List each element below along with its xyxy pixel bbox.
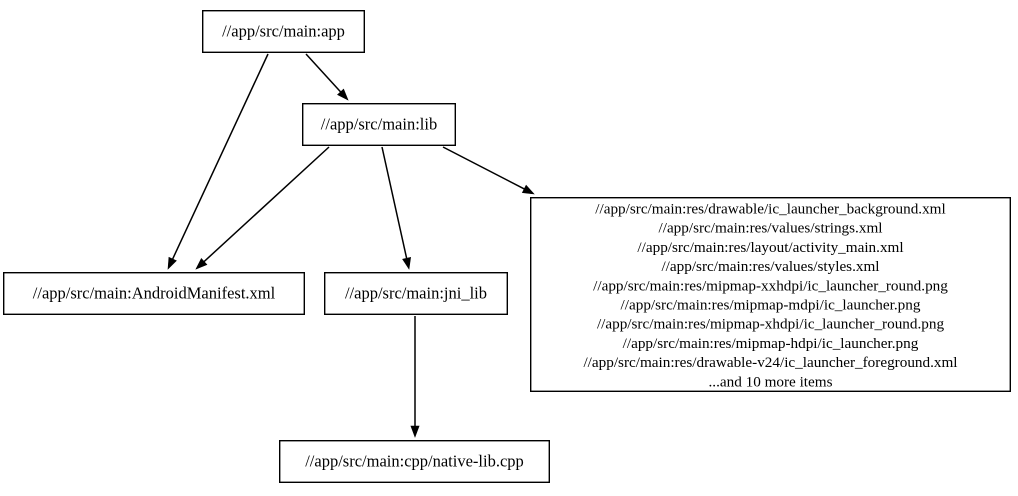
node-label-lib: //app/src/main:lib [321,114,437,133]
edge-app-to-lib [305,53,349,101]
node-label-resources-line-6: //app/src/main:res/mipmap-xhdpi/ic_launc… [597,316,945,333]
edges-layer [167,53,535,438]
graph-node-native_lib[interactable]: //app/src/main:cpp/native-lib.cpp [279,440,551,484]
graph-node-lib[interactable]: //app/src/main:lib [302,102,457,146]
node-label-resources-line-3: //app/src/main:res/values/styles.xml [661,258,879,275]
edge-line-app-to-manifest [171,53,269,260]
node-label-resources-line-8: //app/src/main:res/drawable-v24/ic_launc… [583,354,957,371]
edge-arrowhead-jni_lib-to-native [410,425,420,438]
edge-line-lib-to-jni_lib [381,146,408,259]
node-box-manifest[interactable] [3,272,306,316]
graph-node-app[interactable]: //app/src/main:app [201,9,366,53]
node-label-app: //app/src/main:app [222,21,345,40]
edge-lib-to-manifest [195,146,330,270]
node-box-jni_lib[interactable] [324,272,509,316]
node-label-jni_lib: //app/src/main:jni_lib [345,283,487,302]
nodes-layer: //app/src/main:app //app/src/main:lib //ap… [3,9,1012,484]
edge-arrowhead-lib-to-resources [521,184,535,195]
node-box-lib[interactable] [302,102,457,146]
edge-arrowhead-lib-to-manifest [195,258,208,270]
node-label-manifest: //app/src/main:AndroidManifest.xml [33,283,276,302]
node-label-resources-line-2: //app/src/main:res/layout/activity_main.… [637,239,903,256]
edge-lib-to-resources [442,146,535,195]
node-label-resources-line-1: //app/src/main:res/values/strings.xml [659,220,883,237]
edge-app-to-manifest [167,53,269,270]
edge-lib-to-jni_lib [381,146,411,270]
node-label-native_lib: //app/src/main:cpp/native-lib.cpp [305,451,524,470]
edge-line-app-to-lib [305,53,342,93]
edge-arrowhead-app-to-lib [337,88,349,101]
edge-line-lib-to-resources [442,146,525,190]
edge-arrowhead-app-to-manifest [167,256,177,270]
node-label-resources-line-4: //app/src/main:res/mipmap-xxhdpi/ic_laun… [593,277,948,294]
edge-line-lib-to-manifest [203,146,330,263]
graph-node-manifest[interactable]: //app/src/main:AndroidManifest.xml [3,272,306,316]
node-label-resources-line-5: //app/src/main:res/mipmap-mdpi/ic_launch… [621,296,921,313]
node-box-native_lib[interactable] [279,440,551,484]
node-label-resources-line-0: //app/src/main:res/drawable/ic_launcher_… [595,200,945,217]
edge-jni_lib-to-native [410,316,420,438]
node-label-resources-line-9: ...and 10 more items [708,373,832,390]
graph-node-jni_lib[interactable]: //app/src/main:jni_lib [324,272,509,316]
node-label-resources-line-7: //app/src/main:res/mipmap-hdpi/ic_launch… [623,335,919,352]
graph-node-resources[interactable]: //app/src/main:res/drawable/ic_launcher_… [530,196,1012,393]
node-box-app[interactable] [201,9,366,53]
edge-arrowhead-lib-to-jni_lib [402,256,411,270]
node-box-resources[interactable] [530,196,1012,393]
